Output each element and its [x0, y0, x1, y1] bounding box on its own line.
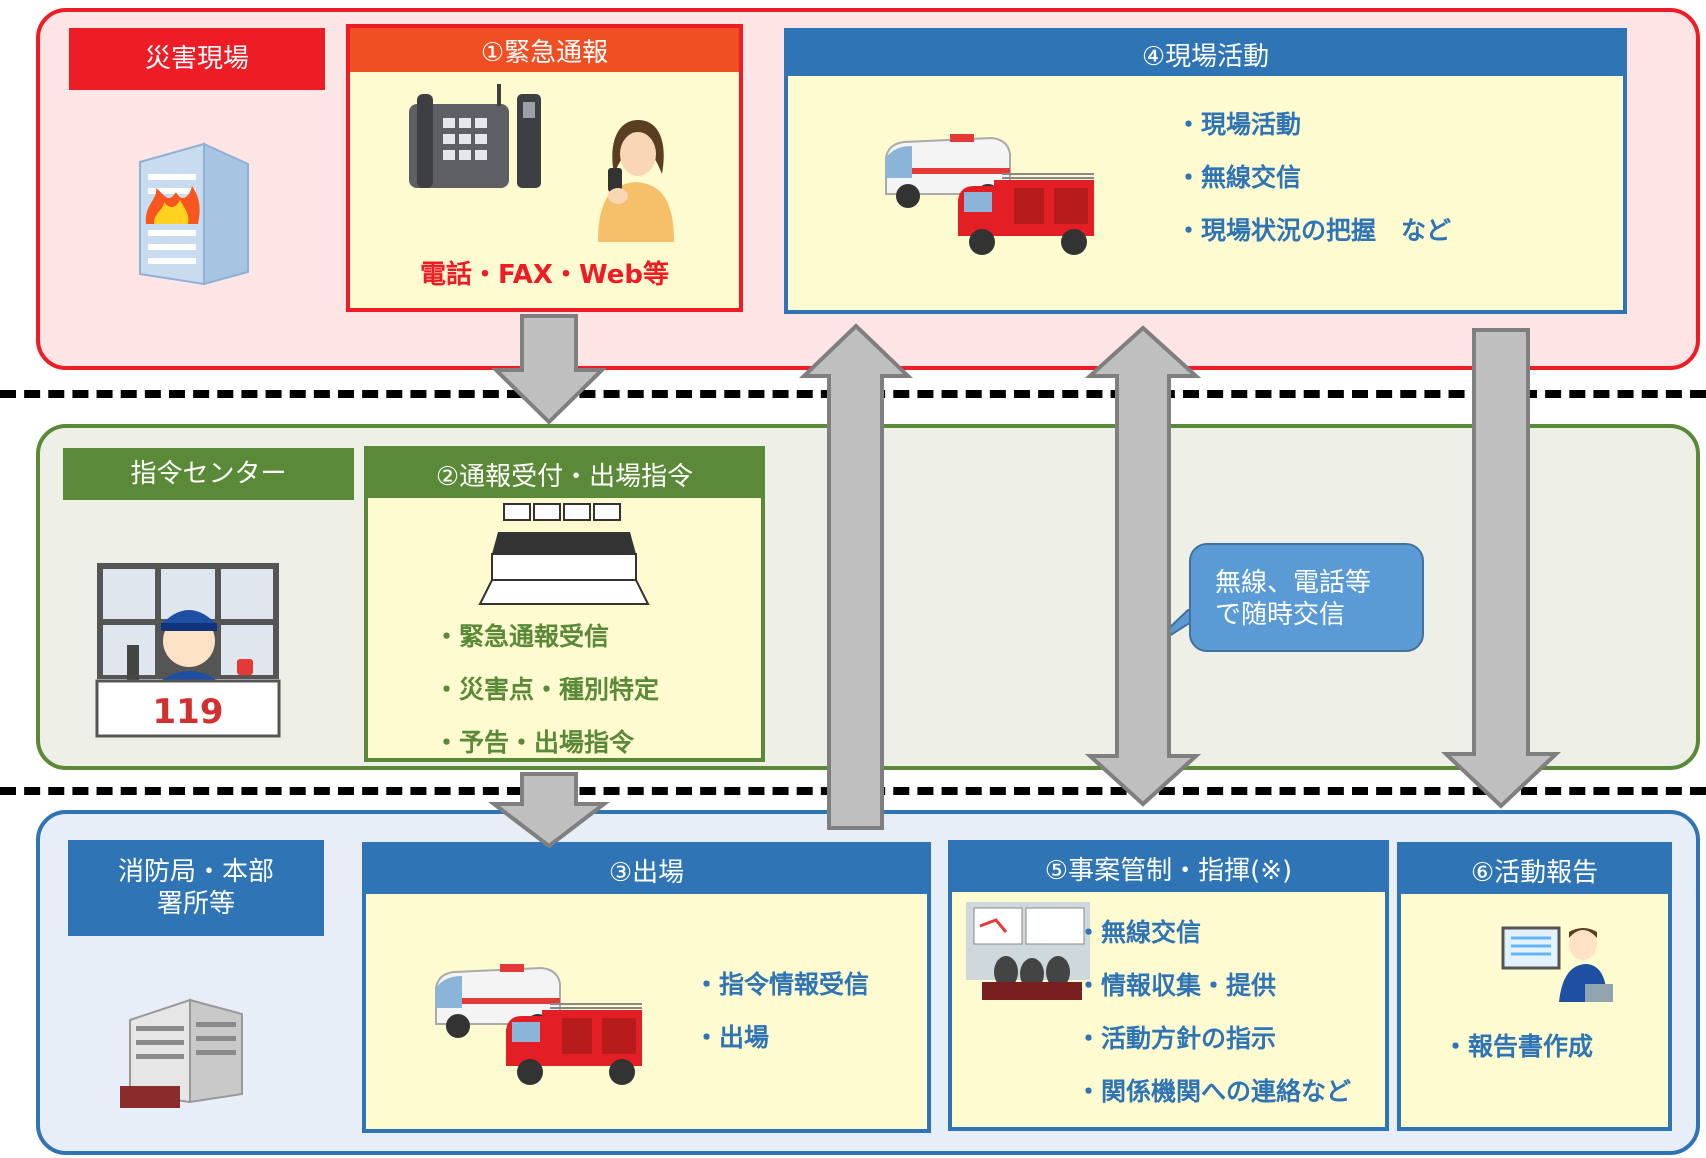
emergency-call-caption: 電話・FAX・Web等 [420, 260, 669, 290]
zone-label-line-2: 署所等 [156, 889, 235, 919]
telephone-icon [409, 84, 541, 188]
office-worker-icon [1501, 926, 1613, 1002]
sign-number: 119 [153, 692, 224, 732]
arrow-dispatch-to-field [799, 323, 913, 830]
panel-field-activity: ④現場活動 ・現場活動 ・無線交信 ・現場状況の把握 など [784, 28, 1627, 314]
panel-title-incident-command: ⑤事案管制・指揮(※) [952, 844, 1385, 892]
list-item: ・関係機関への連絡など [1076, 1077, 1352, 1106]
list-item: ・現場活動 [1176, 110, 1302, 139]
ambulance-icon [885, 134, 1011, 208]
list-item: ・現場状況の把握 など [1176, 216, 1452, 245]
list-item: ・無線交信 [1176, 163, 1302, 192]
panel-title-dispatch: ③出場 [366, 846, 927, 894]
zone-label-fire-department: 消防局・本部 署所等 [68, 840, 324, 936]
panel-emergency-call: ①緊急通報 電話・FAX・Web等 [346, 24, 743, 312]
arrow-center-to-dispatch [488, 772, 610, 849]
list-item: ・出場 [694, 1023, 770, 1052]
panel-incident-command: ⑤事案管制・指揮(※) ・無線交信 ・情報収集・提供 ・活動方針の指示 ・関係機… [948, 840, 1389, 1131]
zone-label-disaster-site: 災害現場 [69, 28, 325, 90]
arrow-field-to-report [1440, 328, 1562, 809]
burning-building-icon [139, 142, 249, 286]
list-item: ・報告書作成 [1443, 1032, 1594, 1061]
arrow-call-to-center [491, 314, 607, 425]
panel-activity-report: ⑥活動報告 ・報告書作成 [1397, 842, 1672, 1131]
list-item: ・指令情報受信 [694, 970, 870, 999]
zone-label-line-1: 消防局・本部 [117, 856, 274, 887]
panel-call-dispatch: ②通報受付・出場指令 ・緊急通報受信 ・災害点・種別特定 ・予告・出場指令 [364, 446, 765, 762]
panel-title-activity-report: ⑥活動報告 [1401, 846, 1668, 894]
callout-radio-phone: 無線、電話等 で随時交信 [1189, 543, 1424, 652]
list-item: ・活動方針の指示 [1076, 1024, 1277, 1053]
zone-label-command-center: 指令センター [63, 448, 354, 500]
fire-station-icon [120, 998, 243, 1108]
dispatcher-icon: 119 [95, 563, 281, 738]
dispatch-list: ・指令情報受信 ・出場 [694, 958, 869, 1064]
list-item: ・情報収集・提供 [1076, 971, 1277, 1000]
woman-with-phone-icon [598, 120, 674, 242]
callout-line-2: で随時交信 [1215, 600, 1346, 630]
incident-command-list: ・無線交信 ・情報収集・提供 ・活動方針の指示 ・関係機関への連絡など [1076, 906, 1351, 1118]
command-room-icon [966, 902, 1090, 1000]
activity-report-list: ・報告書作成 [1443, 1020, 1593, 1073]
field-activity-list: ・現場活動 ・無線交信 ・現場状況の把握 など [1176, 98, 1451, 257]
fire-truck-icon [958, 173, 1094, 255]
call-dispatch-list: ・緊急通報受信 ・災害点・種別特定 ・予告・出場指令 [434, 610, 659, 769]
fire-truck-icon [506, 1003, 642, 1085]
callout-line-1: 無線、電話等 [1215, 568, 1372, 598]
list-item: ・災害点・種別特定 [434, 675, 660, 704]
list-item: ・無線交信 [1076, 918, 1202, 947]
console-desk-icon [478, 503, 650, 605]
panel-dispatch: ③出場 ・指令情報受信 ・出場 [362, 842, 931, 1133]
arrow-field-command-bidirectional [1084, 325, 1202, 807]
list-item: ・緊急通報受信 [434, 622, 610, 651]
list-item: ・予告・出場指令 [434, 728, 635, 757]
panel-title-emergency-call: ①緊急通報 [350, 28, 739, 72]
panel-title-call-dispatch: ②通報受付・出場指令 [368, 450, 761, 498]
panel-title-field-activity: ④現場活動 [788, 32, 1623, 76]
